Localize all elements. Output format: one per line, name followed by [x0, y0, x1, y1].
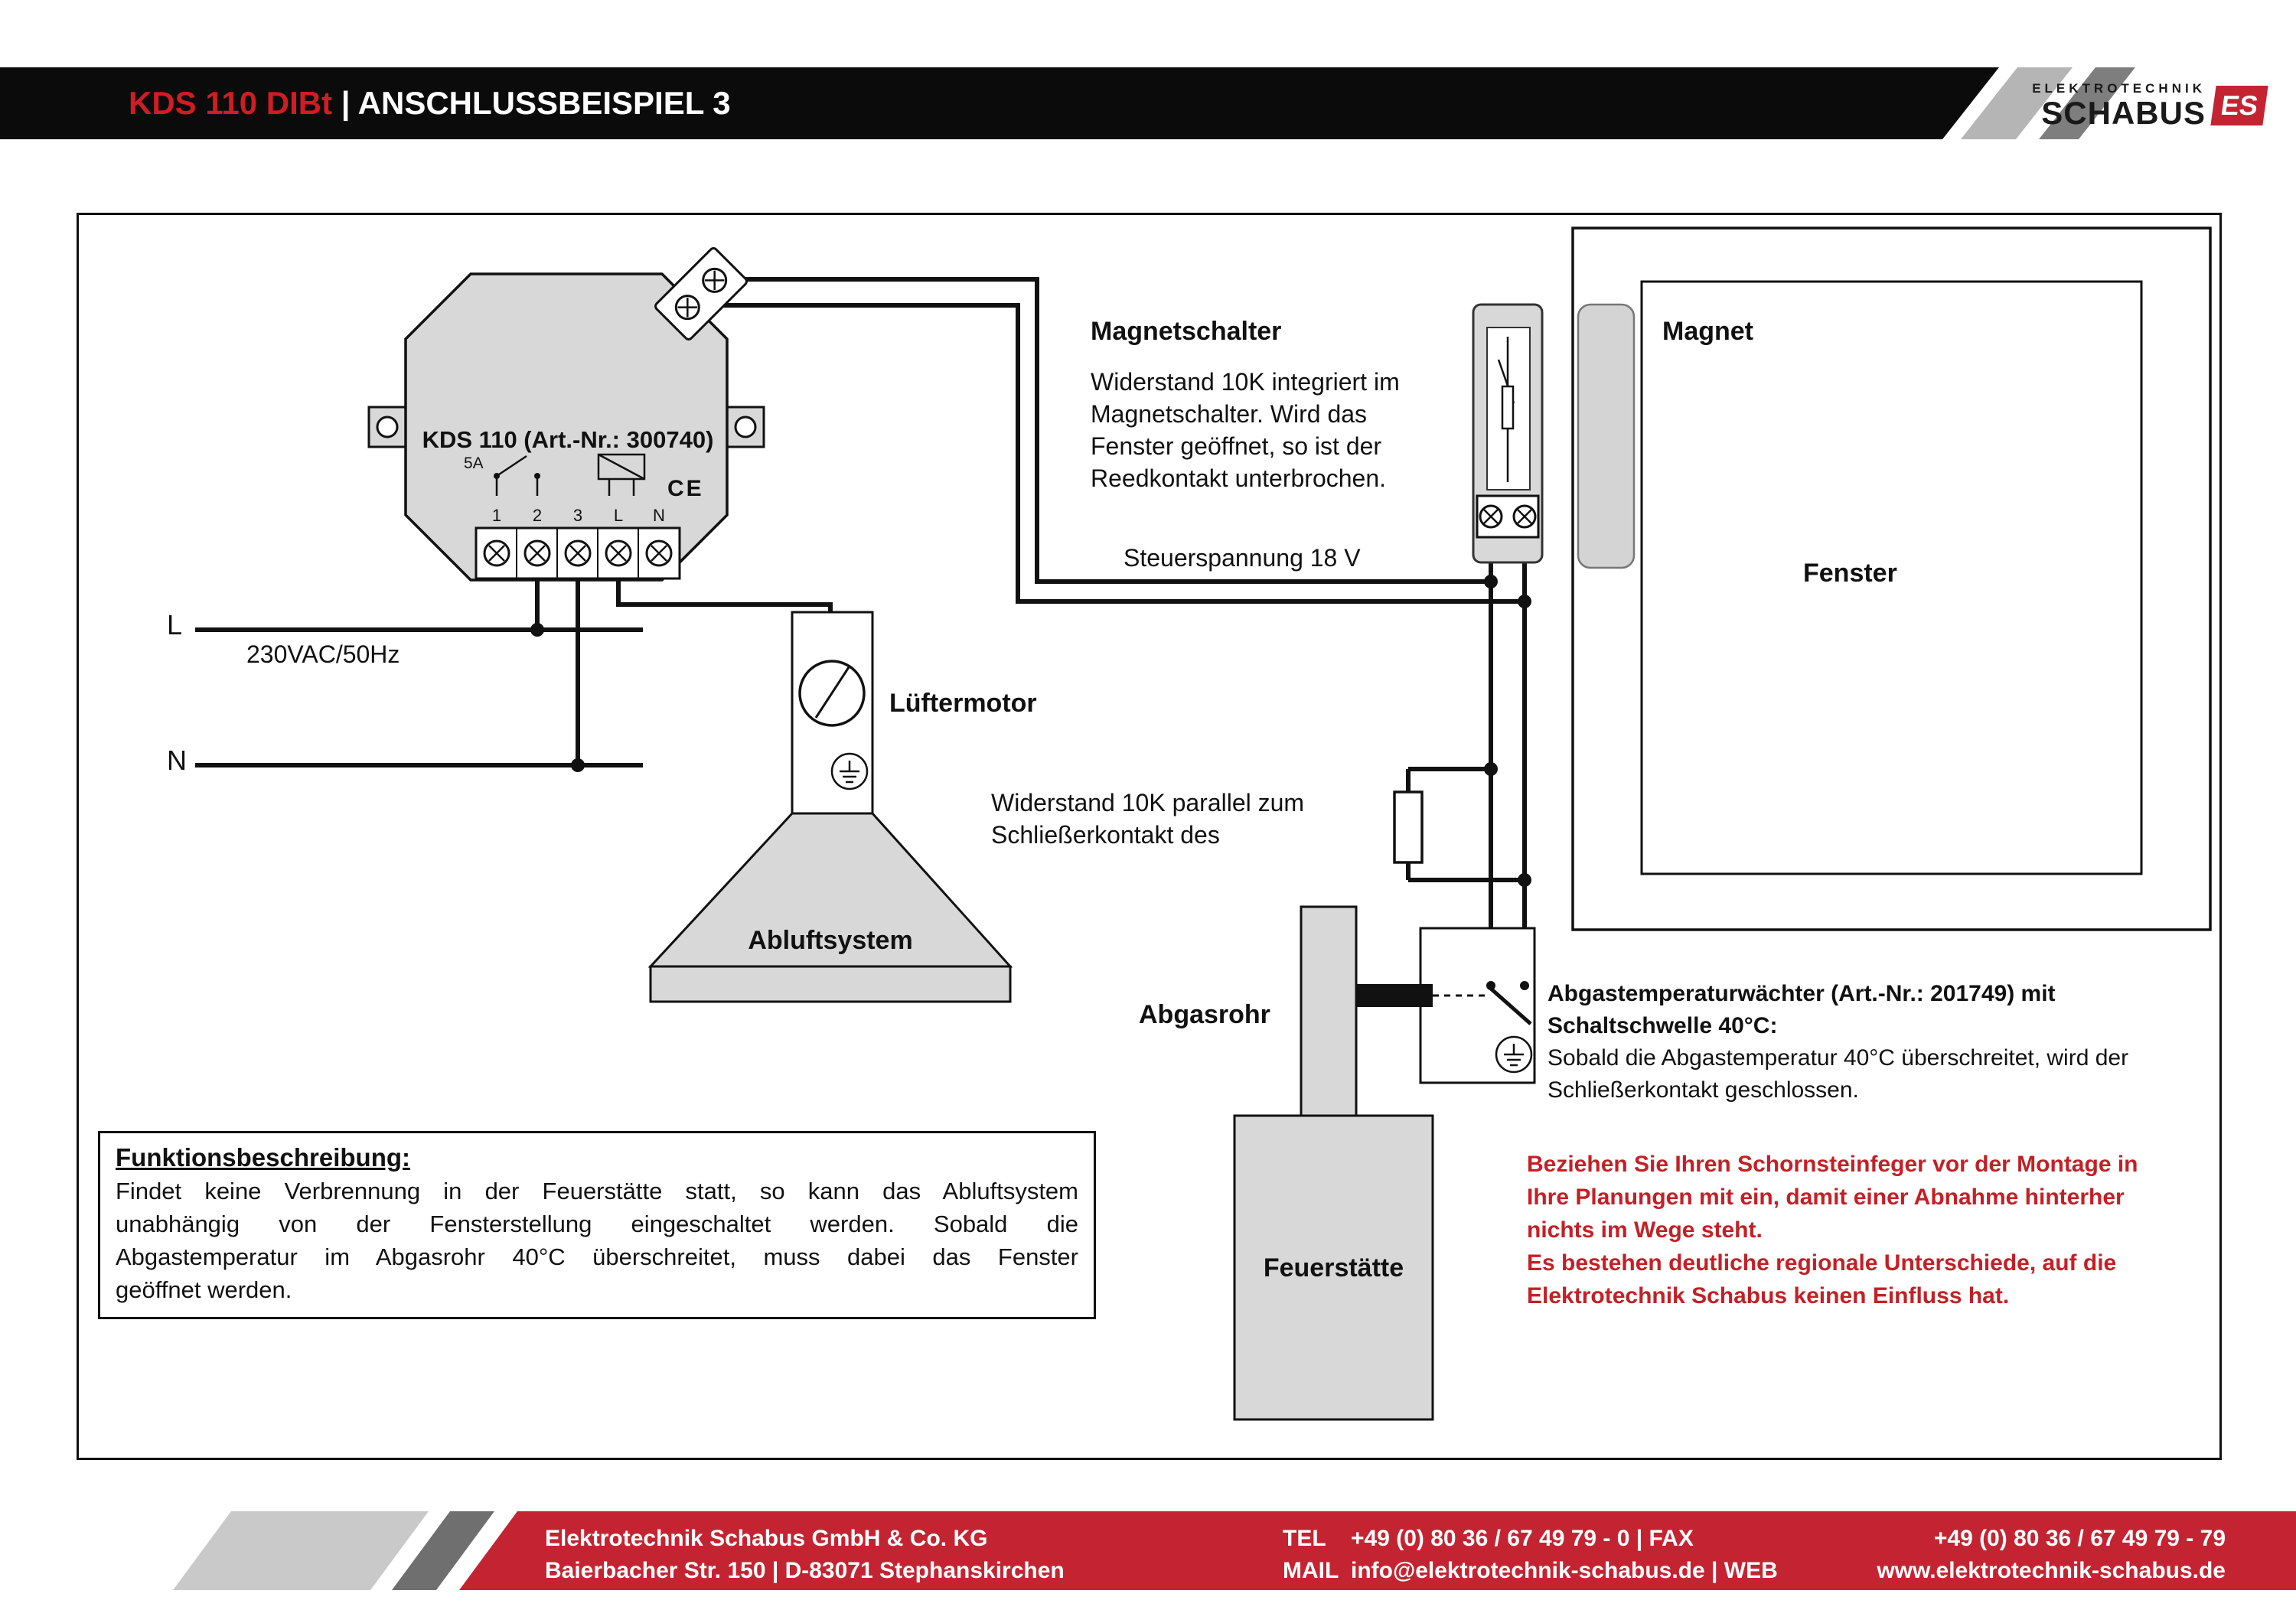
widerstand-note: Widerstand 10K parallel zum Schließerkon…: [991, 787, 1304, 851]
fireplace: [1233, 1114, 1434, 1421]
kds-fuse-label: 5A: [464, 455, 484, 472]
funktion-line: Abgastemperatur im Abgasrohr 40°C übersc…: [116, 1243, 1078, 1270]
window-frame: [1571, 227, 2212, 931]
warning-line: nichts im Wege steht.: [1527, 1217, 1763, 1243]
funktion-line: geöffnet werden.: [116, 1276, 292, 1303]
warning-line: Es bestehen deutliche regionale Untersch…: [1527, 1250, 2117, 1276]
temperature-watcher: [1356, 927, 1536, 1084]
fan-motor-unit: [791, 611, 874, 815]
voltage-label: 230VAC/50Hz: [246, 640, 400, 668]
resistor-symbol: [1393, 790, 1424, 864]
header-bar: [0, 67, 1999, 139]
terminal-1-label: 1: [492, 506, 501, 525]
footer-address: Baierbacher Str. 150 | D-83071 Stephansk…: [545, 1558, 1065, 1583]
footer-tel-value: +49 (0) 80 36 / 67 49 79 - 0 | FAX: [1351, 1526, 1694, 1551]
funktion-title: Funktionsbeschreibung:: [116, 1143, 411, 1172]
page-title: KDS 110 DIBt | ANSCHLUSSBEISPIEL 3: [129, 67, 731, 139]
magnetschalter-line: Magnetschalter. Wird das: [1091, 400, 1368, 428]
luefter-label: Lüftermotor: [889, 689, 1037, 718]
footer-mail-value: info@elektrotechnik-schabus.de | WEB: [1351, 1558, 1778, 1583]
kds-terminal-labels: 1 2 3 L N: [492, 506, 665, 525]
funktionsbeschreibung-box: Funktionsbeschreibung: Findet keine Verb…: [98, 1131, 1096, 1319]
terminal-l-label: L: [614, 506, 623, 525]
footer-web-value: www.elektrotechnik-schabus.de: [1877, 1558, 2226, 1583]
warning-line: Beziehen Sie Ihren Schornsteinfeger vor …: [1527, 1152, 2138, 1177]
logo-line2: SCHABUS: [2041, 95, 2206, 131]
funktion-line: unabhängig von der Fensterstellung einge…: [116, 1211, 1078, 1237]
kds-top-terminal: [654, 247, 748, 341]
warning-line: Ihre Planungen mit ein, damit einer Abna…: [1527, 1185, 2125, 1210]
kds-device: 5A CE 1 2 3 L N KDS 110 (Art: [367, 247, 765, 582]
warning-line: Elektrotechnik Schabus keinen Einfluss h…: [1527, 1283, 2010, 1309]
waechter-title-line: Schaltschwelle 40°C:: [1548, 1013, 1778, 1038]
widerstand-line: Widerstand 10K parallel zum: [991, 789, 1305, 816]
footer-fax-value: +49 (0) 80 36 / 67 49 79 - 79: [1933, 1526, 2226, 1551]
kds-device-label: KDS 110 (Art.-Nr.: 300740): [422, 426, 714, 453]
magnet-bar: [1577, 303, 1636, 569]
fenster-label: Fenster: [1803, 559, 1897, 588]
warning-text-block: Beziehen Sie Ihren Schornsteinfeger vor …: [1527, 1148, 2138, 1312]
feuerstaette-label: Feuerstätte: [1263, 1253, 1404, 1282]
abluft-label: Abluftsystem: [748, 926, 913, 955]
footer-bar: [459, 1511, 2296, 1590]
magnetschalter-line: Reedkontakt unterbrochen.: [1091, 464, 1387, 492]
magnetschalter-line: Fenster geöffnet, so ist der: [1091, 432, 1382, 460]
logo-text: ELEKTROTECHNIK SCHABUS: [2032, 81, 2206, 130]
title-model: KDS 110 DIBt: [129, 85, 333, 121]
terminal-n-label: N: [653, 506, 665, 525]
waechter-text-block: Abgastemperaturwächter (Art.-Nr.: 201749…: [1548, 978, 2128, 1106]
waechter-body-line: Schließerkontakt geschlossen.: [1548, 1077, 1859, 1103]
abgasrohr-label: Abgasrohr: [1139, 1000, 1270, 1029]
line-n-label: N: [167, 745, 187, 776]
exhaust-hood: [647, 812, 1013, 1003]
widerstand-line: Schließerkontakt des: [991, 821, 1220, 849]
title-divider: |: [341, 85, 351, 121]
sensor-probe: [1356, 984, 1433, 1007]
waechter-title-line: Abgastemperaturwächter (Art.-Nr.: 201749…: [1548, 981, 2056, 1006]
magnet-switch: [1472, 303, 1544, 564]
ground-icon: [1495, 1035, 1533, 1074]
waechter-body-line: Sobald die Abgastemperatur 40°C überschr…: [1548, 1045, 2129, 1071]
company-logo: ELEKTROTECHNIK SCHABUS ES: [2020, 73, 2268, 138]
funktion-line: Findet keine Verbrennung in der Feuerstä…: [116, 1178, 1078, 1204]
steuerspannung-label: Steuerspannung 18 V: [1124, 544, 1361, 572]
wires: [195, 277, 1527, 981]
contact-symbol: [1486, 981, 1532, 1025]
magnet-label: Magnet: [1662, 317, 1753, 346]
kds-ce-mark: CE: [667, 476, 704, 501]
relay-schematic: [494, 453, 646, 496]
terminal-3-label: 3: [573, 506, 582, 525]
footer-company: Elektrotechnik Schabus GmbH & Co. KG: [545, 1526, 988, 1551]
line-l-label: L: [167, 609, 183, 640]
logo-line1: ELEKTROTECHNIK: [2032, 81, 2206, 96]
magnetschalter-title: Magnetschalter: [1091, 317, 1282, 346]
kds-bottom-terminal: [475, 526, 681, 580]
flue-pipe: [1300, 905, 1358, 1123]
footer-tel-label: TEL: [1283, 1526, 1326, 1551]
junction-dots: [530, 575, 1531, 887]
ground-icon: [830, 752, 869, 790]
magnetschalter-description: Widerstand 10K integriert im Magnetschal…: [1091, 366, 1400, 494]
magnetschalter-line: Widerstand 10K integriert im: [1091, 368, 1400, 396]
title-page: ANSCHLUSSBEISPIEL 3: [357, 85, 731, 121]
footer-mail-label: MAIL: [1283, 1558, 1339, 1583]
terminal-2-label: 2: [533, 506, 542, 525]
